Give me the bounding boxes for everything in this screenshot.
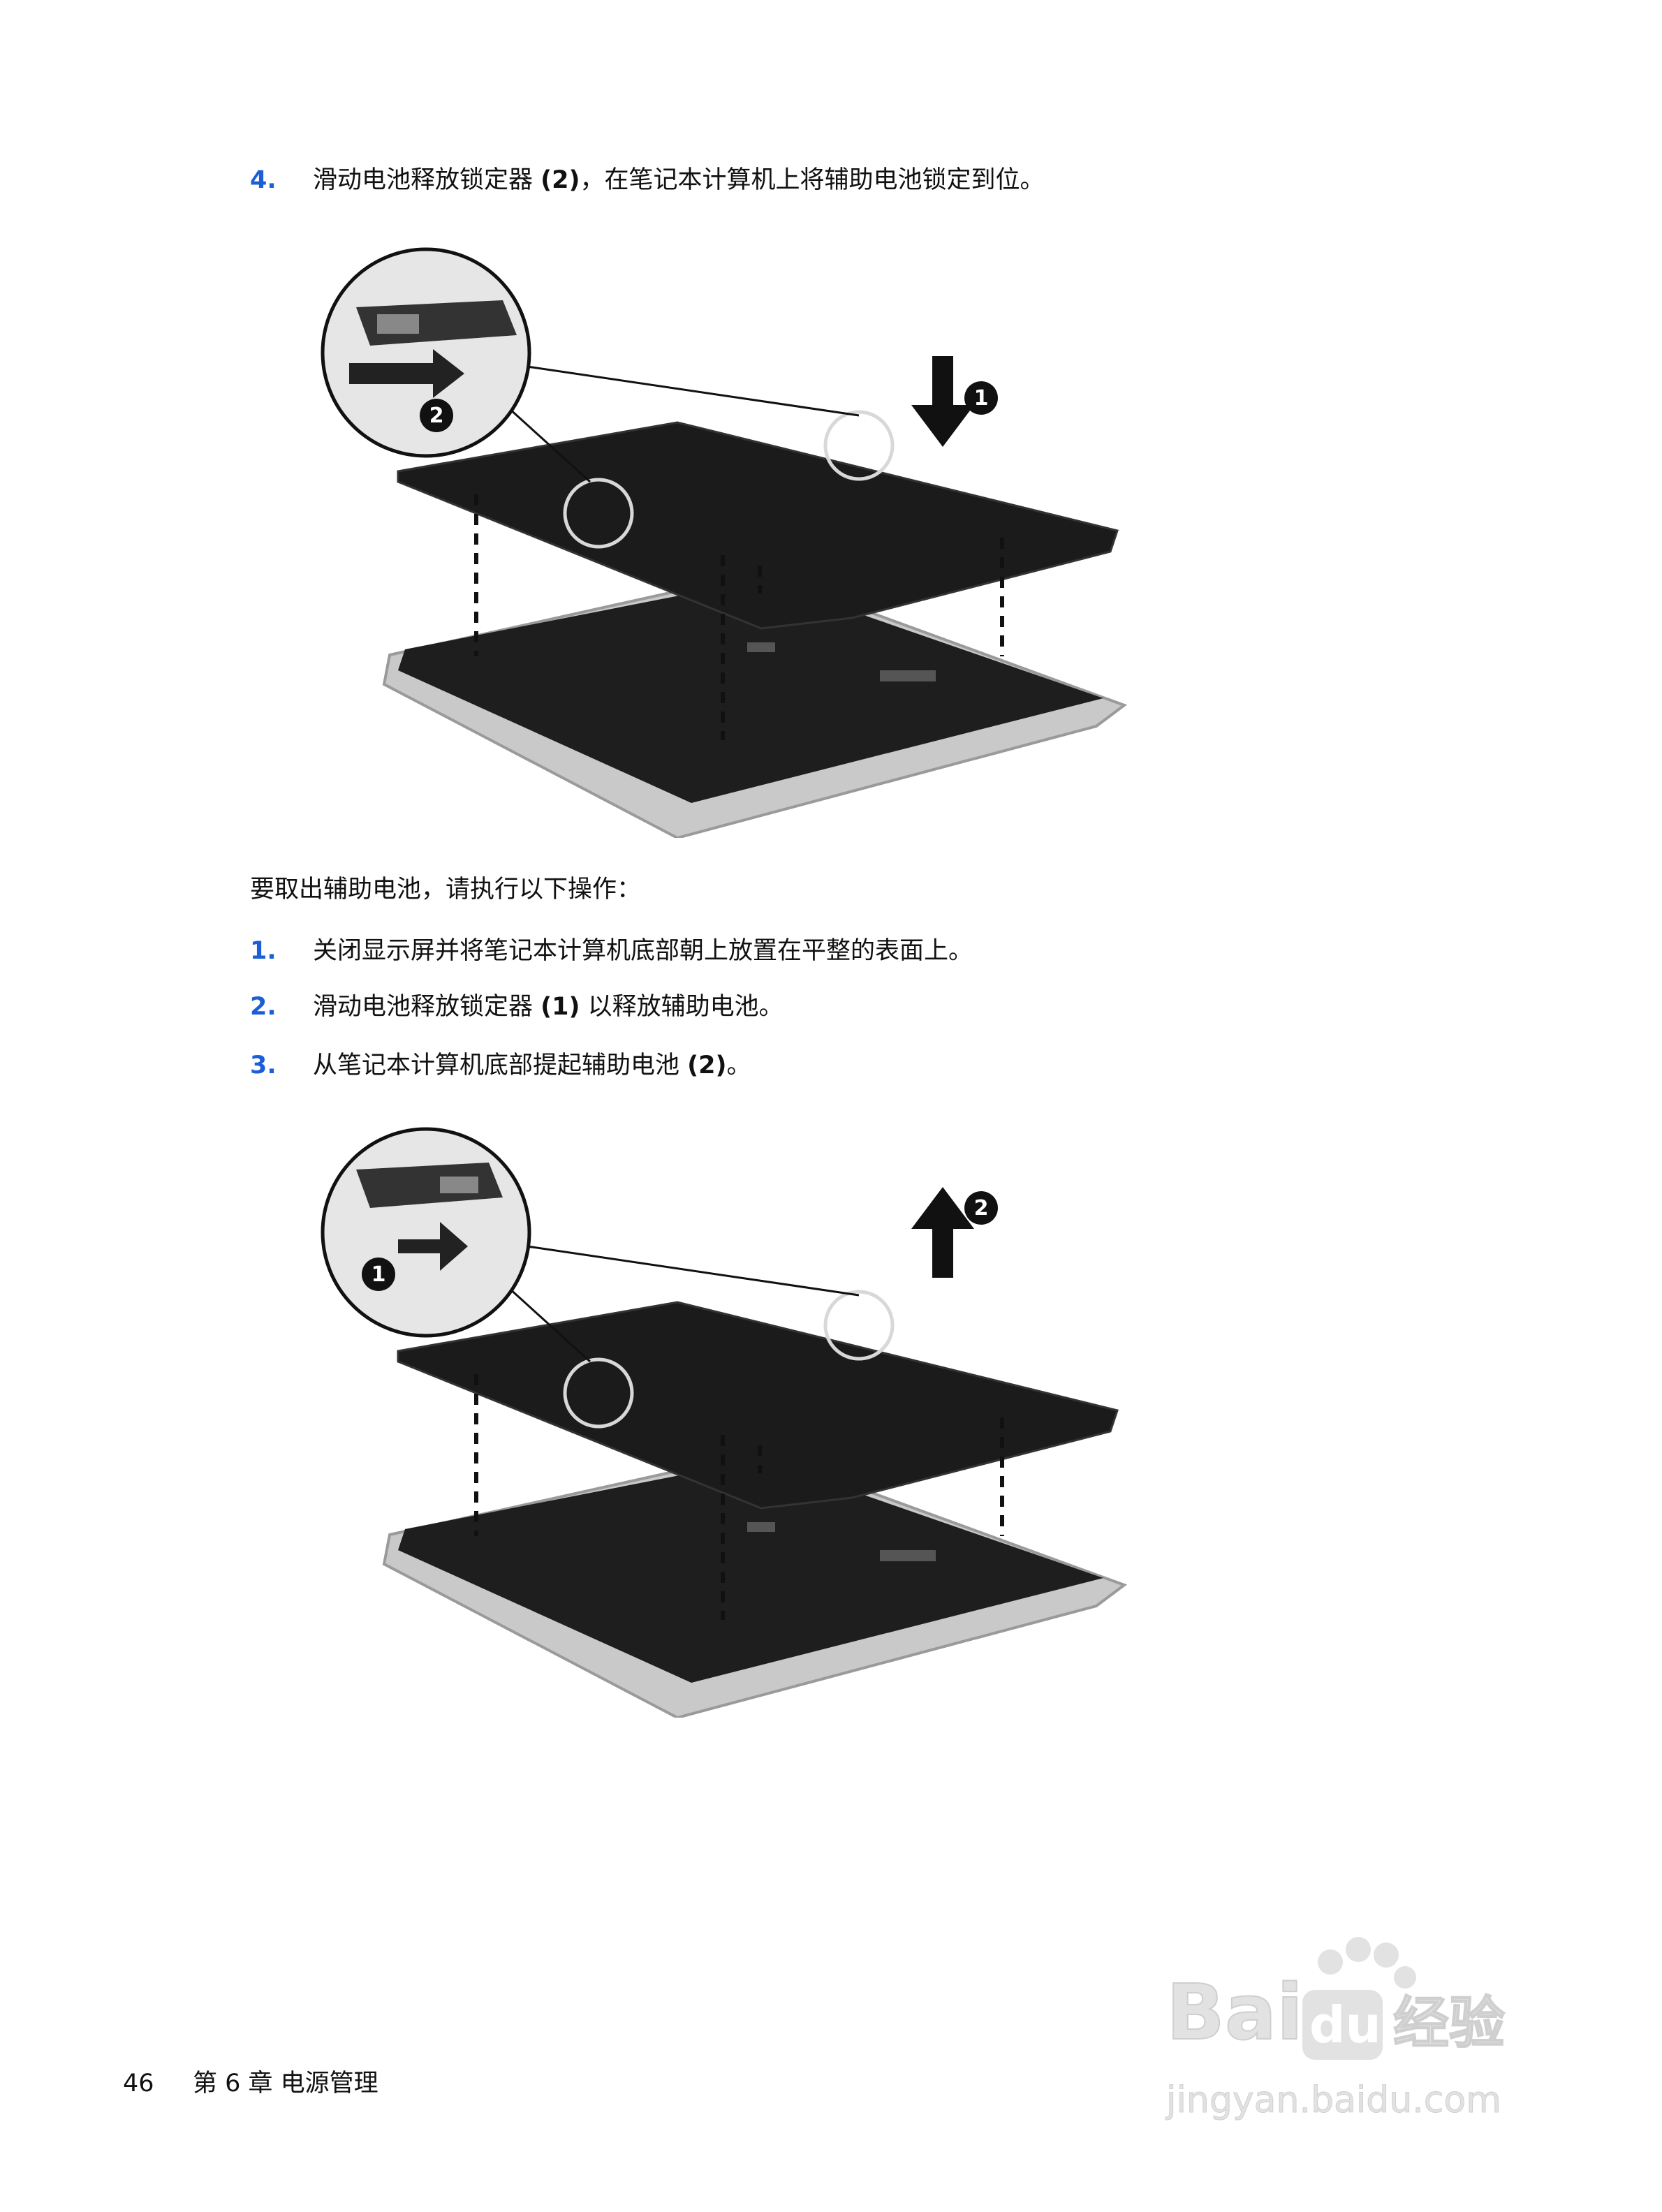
step-text: 滑动电池释放锁定器 (2)，在笔记本计算机上将辅助电池锁定到位。	[313, 166, 1045, 194]
remove-intro: 要取出辅助电池，请执行以下操作：	[250, 876, 642, 904]
baidu-jingyan-watermark: Bai du 经验 jingyan.baidu.com	[1159, 1934, 1550, 2144]
step-number: 4.	[250, 166, 277, 194]
step-number: 3.	[250, 1052, 277, 1079]
chapter-title: 第 6 章 电源管理	[193, 2070, 378, 2097]
battery-removal-illustration: 1 2	[314, 1103, 1152, 1718]
callout-arrow-number: 2	[974, 1196, 989, 1221]
watermark-brand-cn: 经验	[1393, 1991, 1505, 2056]
watermark-brand-box: du	[1309, 1996, 1381, 2054]
step-text: 从笔记本计算机底部提起辅助电池 (2)。	[313, 1052, 751, 1079]
step-number: 1.	[250, 937, 277, 965]
watermark-brand: Bai	[1166, 1968, 1303, 2057]
step-number: 2.	[250, 993, 277, 1021]
step-text: 滑动电池释放锁定器 (1) 以释放辅助电池。	[313, 993, 784, 1021]
callout-arrow-number: 1	[974, 386, 989, 411]
callout-latch-number: 2	[429, 404, 444, 428]
step-text: 关闭显示屏并将笔记本计算机底部朝上放置在平整的表面上。	[313, 937, 973, 965]
battery-install-illustration: 2 1	[314, 223, 1152, 838]
callout-latch-number: 1	[372, 1262, 386, 1287]
page-number: 46	[123, 2070, 154, 2097]
watermark-url: jingyan.baidu.com	[1165, 2079, 1501, 2121]
